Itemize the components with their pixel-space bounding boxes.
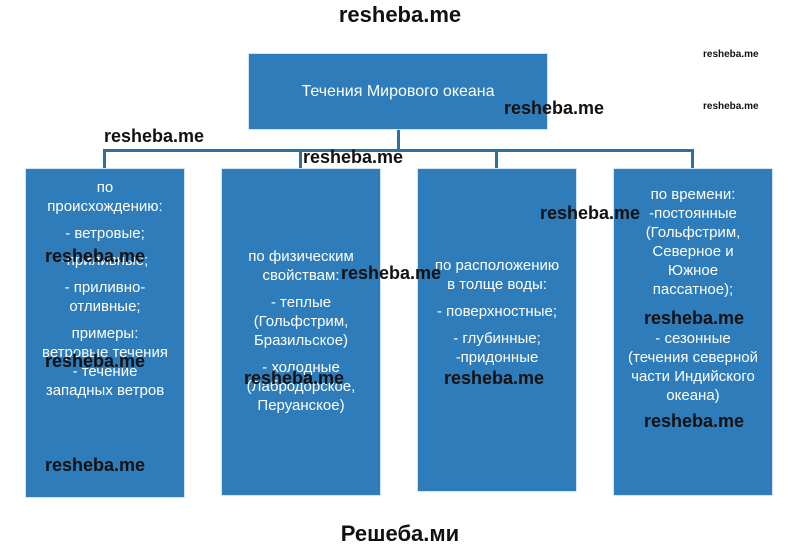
watermark: resheba.me <box>703 49 759 60</box>
connector-branch-1 <box>103 149 106 168</box>
connector-root-stem <box>397 130 400 150</box>
branch-depth: по расположению в толще воды: - поверхно… <box>417 168 577 492</box>
watermark: resheba.me <box>644 308 745 328</box>
branch-origin-item: - ветровые; <box>65 225 145 242</box>
branch-origin-item: - приливно- отливные; <box>64 279 146 315</box>
watermark: resheba.me <box>703 101 759 112</box>
branch-depth-item: - глубинные; -придонные <box>453 329 541 366</box>
connector-branch-2 <box>299 149 302 168</box>
watermark: resheba.me <box>45 246 146 266</box>
connector-branch-3 <box>495 149 498 168</box>
branch-origin-item: примеры: ветровые течения - течение запа… <box>42 325 168 399</box>
connector-branch-4 <box>691 149 694 168</box>
branch-origin: по происхождению: - ветровые; -приливные… <box>25 168 185 498</box>
watermark-top: resheba.me <box>338 2 462 27</box>
branch-time: по времени: -постоянные (Гольфстрим, Сев… <box>613 168 773 496</box>
branch-physical: по физическим свойствам: - теплые (Гольф… <box>221 168 381 496</box>
watermark: resheba.me <box>244 368 345 388</box>
branch-physical-title: по физическим свойствам: <box>248 248 354 284</box>
watermark: resheba.me <box>45 455 146 475</box>
branch-physical-item: - холодные (Лабродорское, Перуанское) <box>246 359 356 414</box>
watermark: resheba.me <box>504 98 605 118</box>
watermark-bottom: Решеба.ми <box>340 521 460 546</box>
branch-origin-title: по происхождению: <box>47 179 163 215</box>
watermark: resheba.me <box>341 263 442 283</box>
branch-depth-title: по расположению в толще воды: <box>434 256 560 293</box>
root-node: Течения Мирового океана <box>248 53 548 130</box>
watermark: resheba.me <box>104 126 205 146</box>
branch-depth-item: - поверхностные; <box>436 302 557 320</box>
watermark: resheba.me <box>45 351 146 371</box>
branch-physical-item: - теплые (Гольфстрим, Бразильское) <box>253 294 349 349</box>
branch-origin-item: -приливные; <box>61 252 149 269</box>
watermark: resheba.me <box>644 411 745 431</box>
watermark: resheba.me <box>540 203 641 223</box>
branch-time-item: - сезонные (течения северной части Индий… <box>628 330 758 404</box>
connector-horizontal <box>103 149 693 152</box>
branch-time-item: по времени: -постоянные (Гольфстрим, Сев… <box>645 186 741 298</box>
watermark: resheba.me <box>303 147 404 167</box>
watermark: resheba.me <box>444 368 545 388</box>
